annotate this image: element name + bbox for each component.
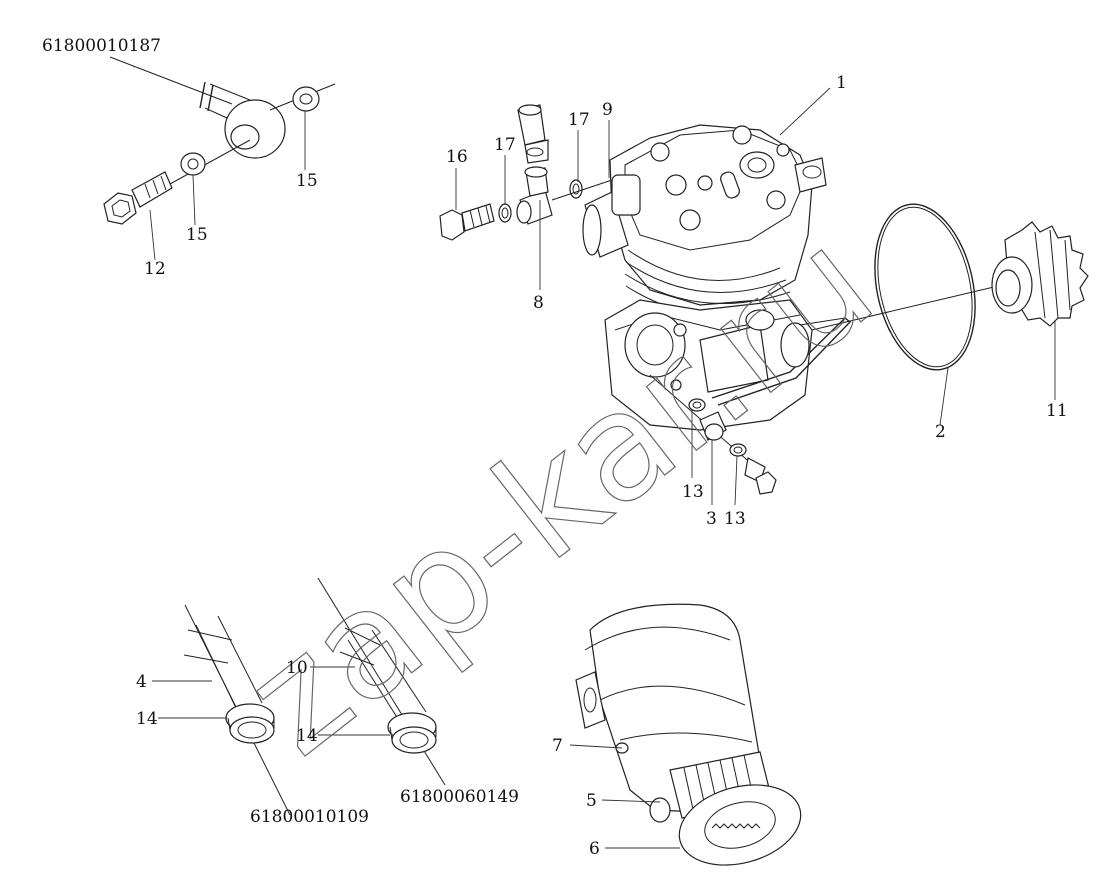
label-16: 16 (446, 147, 468, 167)
label-5: 5 (586, 791, 597, 811)
label-7: 7 (552, 736, 563, 756)
label-13-left: 13 (682, 482, 704, 502)
label-15-right: 15 (296, 171, 318, 191)
label-11: 11 (1046, 401, 1068, 421)
label-2: 2 (935, 422, 946, 442)
label-3: 3 (706, 509, 717, 529)
power-steering-pump (576, 604, 810, 877)
label-9: 9 (602, 100, 613, 120)
label-61800010109: 61800010109 (250, 807, 369, 827)
label-15-left: 15 (186, 225, 208, 245)
label-13-right: 13 (724, 509, 746, 529)
label-14-left: 14 (136, 709, 158, 729)
drive-gear (992, 222, 1088, 326)
label-14-right: 14 (296, 726, 318, 746)
label-61800010187: 61800010187 (42, 36, 161, 56)
banjo-fitting-assembly (104, 57, 335, 224)
label-4: 4 (136, 672, 147, 692)
label-61800060149: 61800060149 (400, 787, 519, 807)
label-10: 10 (286, 658, 308, 678)
label-17-right: 17 (568, 110, 590, 130)
label-12: 12 (144, 259, 166, 279)
label-8: 8 (533, 293, 544, 313)
watermark: zap-kar.ru (216, 197, 904, 787)
label-6: 6 (589, 839, 600, 859)
label-1: 1 (836, 73, 847, 93)
label-17-left: 17 (494, 135, 516, 155)
